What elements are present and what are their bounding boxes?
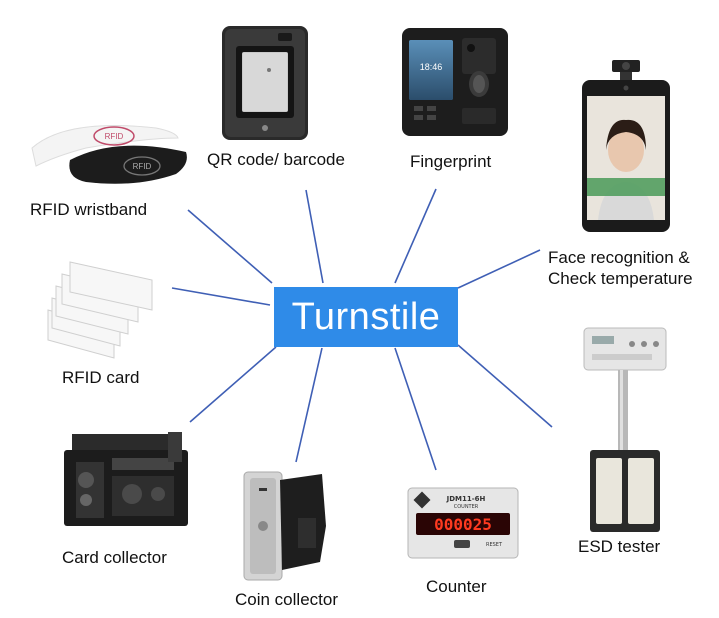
face-label-line1: Face recognition & xyxy=(548,248,690,267)
wristband-label: RFID wristband xyxy=(30,200,148,219)
wristband-tag-white: RFID xyxy=(105,132,124,141)
line-to-counter xyxy=(394,347,437,471)
qr-label: QR code/ barcode xyxy=(207,150,345,169)
turnstile-label: Turnstile xyxy=(291,295,441,338)
face-label-line2: Check temperature xyxy=(548,269,693,288)
line-to-card xyxy=(171,287,271,306)
line-to-wristband xyxy=(187,209,273,284)
line-to-esd xyxy=(457,344,553,428)
card-collector-label: Card collector xyxy=(62,548,167,567)
rfid-cards-image xyxy=(47,261,153,359)
counter-image: JDM11-6H COUNTER 000025 RESET xyxy=(407,487,519,559)
fingerprint-terminal-image: 18:46 xyxy=(402,28,508,136)
counter-label: Counter xyxy=(426,577,487,596)
counter-sub: COUNTER xyxy=(454,504,479,510)
coin-collector-label: Coin collector xyxy=(235,590,338,609)
fingerprint-time: 18:46 xyxy=(420,62,443,72)
counter-display: 000025 xyxy=(434,515,492,534)
line-to-fingerprint xyxy=(394,188,437,284)
qr-reader-image xyxy=(222,26,308,140)
face-terminal-image xyxy=(582,60,670,232)
line-to-qr xyxy=(305,189,324,284)
wristband-tag: RFID xyxy=(133,162,152,171)
counter-reset: RESET xyxy=(486,542,503,548)
esd-label: ESD tester xyxy=(578,537,661,556)
card-collector-image xyxy=(64,432,188,526)
coin-collector-image xyxy=(243,471,326,581)
rfid-wristband-image: RFID RFID xyxy=(31,125,187,184)
rfid-card-label: RFID card xyxy=(62,368,140,387)
line-to-face xyxy=(457,249,541,289)
counter-model: JDM11-6H xyxy=(446,495,486,503)
turnstile-hub: Turnstile xyxy=(274,287,458,347)
line-to-cardcol xyxy=(189,346,277,423)
fingerprint-label: Fingerprint xyxy=(410,152,492,171)
esd-tester-image xyxy=(583,327,667,532)
line-to-coin xyxy=(295,347,323,463)
